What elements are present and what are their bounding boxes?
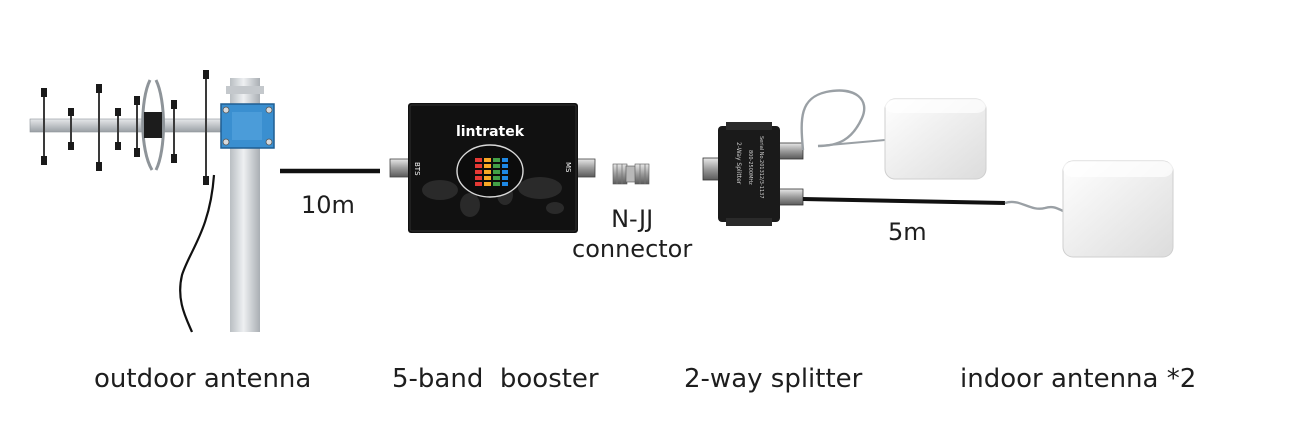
bracket-bolts xyxy=(222,106,273,146)
antenna-elements xyxy=(43,73,207,180)
outdoor-antenna xyxy=(29,70,275,333)
mount-bracket-inner xyxy=(232,112,262,140)
booster-port-label-bts: BTS xyxy=(413,162,421,176)
splitter-bottom-flange xyxy=(726,218,772,226)
booster-port-left xyxy=(389,158,411,178)
indoor-antenna-1 xyxy=(884,98,987,180)
splitter-device: 2-Way Splitter 800-2500MHz Serial No.201… xyxy=(702,122,804,226)
splitter-body xyxy=(718,126,780,222)
folded-dipole xyxy=(141,79,165,171)
connector-label: N-JJ connector xyxy=(572,204,692,264)
caption-booster: 5-band booster xyxy=(392,364,599,394)
connector-label-line1: N-JJ xyxy=(611,205,654,233)
caption-splitter: 2-way splitter xyxy=(684,364,863,394)
signal-led-bars xyxy=(475,158,508,186)
splitter-label-3: Serial No.201312/3-1137 xyxy=(758,136,764,199)
splitter-top-flange xyxy=(726,122,772,130)
indoor-antenna-2 xyxy=(1062,160,1174,258)
connector-body xyxy=(625,165,637,183)
booster-device: lintratek BTS MS xyxy=(389,103,596,233)
splitter-label-2: 800-2500MHz xyxy=(747,150,753,185)
cable-5m xyxy=(802,197,1006,205)
cable-length-5m: 5m xyxy=(888,218,927,246)
caption-indoor-antenna: indoor antenna *2 xyxy=(960,364,1197,394)
booster-port-label-ms: MS xyxy=(564,162,572,173)
element-tips xyxy=(41,70,209,185)
world-map-pattern xyxy=(422,177,564,217)
cable-indoor-2-pigtail xyxy=(1004,200,1071,214)
connector-left-nut xyxy=(612,163,628,185)
dipole-hub xyxy=(144,112,162,138)
pole-cap xyxy=(226,86,264,94)
cable-length-10m: 10m xyxy=(301,191,355,219)
connector-label-line2: connector xyxy=(572,235,693,263)
antenna-boom xyxy=(29,118,236,133)
connector-right-nut xyxy=(634,163,650,185)
caption-outdoor-antenna: outdoor antenna xyxy=(94,364,312,394)
splitter-label-1: 2-Way Splitter xyxy=(735,142,742,185)
antenna-feed-cable xyxy=(179,174,216,333)
cable-indoor-1-lead xyxy=(817,139,886,147)
booster-body-highlight xyxy=(409,104,577,232)
cable-indoor-1 xyxy=(800,89,866,151)
n-jj-connector xyxy=(612,163,650,185)
booster-brand-logo: lintratek xyxy=(456,124,525,140)
